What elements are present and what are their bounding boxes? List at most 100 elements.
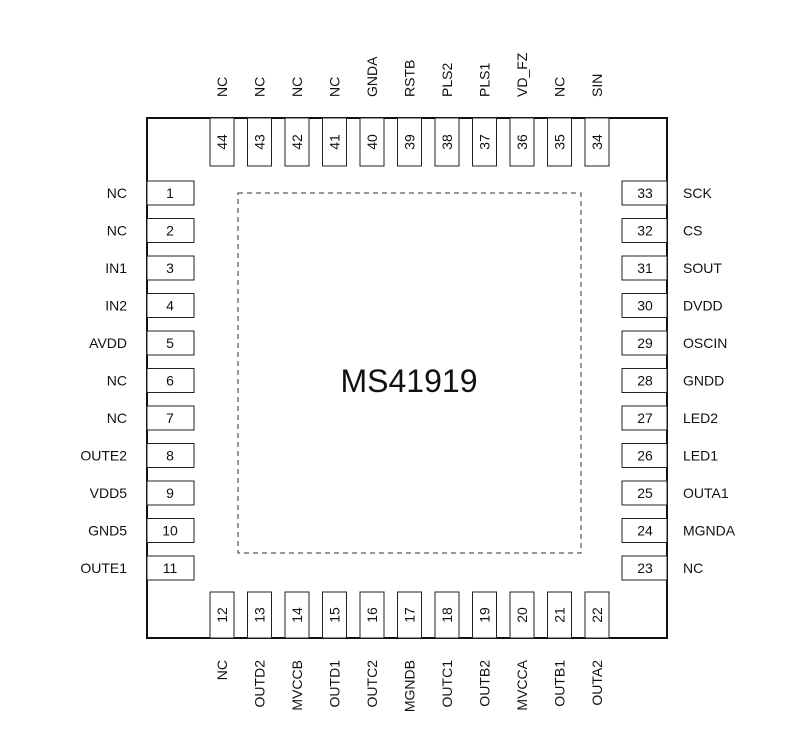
pin-26: 26 LED1 xyxy=(621,443,718,468)
pin-number: 29 xyxy=(637,335,653,351)
pin-label: OSCIN xyxy=(683,335,727,351)
pin-number: 37 xyxy=(477,134,493,150)
pin-label: OUTD2 xyxy=(252,660,268,708)
pin-number: 33 xyxy=(637,185,653,201)
pin-label: AVDD xyxy=(89,335,127,351)
pin-pad xyxy=(209,591,235,639)
pin-pad xyxy=(621,480,668,506)
pin-number: 22 xyxy=(589,607,605,623)
pin-number: 32 xyxy=(637,223,653,239)
pin-6: 6 NC xyxy=(107,368,195,393)
pin-pad xyxy=(584,591,610,639)
pin-label: MGNDB xyxy=(402,660,418,712)
pin-label: NC xyxy=(107,185,127,201)
pin-number: 25 xyxy=(637,485,653,501)
pin-number: 34 xyxy=(589,134,605,150)
pin-pad xyxy=(146,368,195,393)
pin-label: MGNDA xyxy=(683,523,736,539)
pin-pad xyxy=(247,117,272,167)
pin-25: 25 OUTA1 xyxy=(621,480,729,506)
pin-label: SOUT xyxy=(683,260,722,276)
pin-pad xyxy=(397,591,422,639)
pin-number: 8 xyxy=(166,448,174,464)
pin-label: MVCCA xyxy=(514,659,530,710)
pin-pad xyxy=(621,443,668,468)
pin-number: 38 xyxy=(439,134,455,150)
pin-label: OUTC1 xyxy=(439,660,455,708)
pin-pad xyxy=(621,518,668,543)
pin-pad xyxy=(434,591,460,639)
pin-pad xyxy=(509,117,535,167)
pin-1: 1 NC xyxy=(107,180,195,206)
pin-label: MVCCB xyxy=(289,660,305,711)
pin-pad xyxy=(584,117,610,167)
pin-pad xyxy=(146,255,195,281)
pin-number: 18 xyxy=(439,607,455,623)
pin-number: 26 xyxy=(637,448,653,464)
pin-pad xyxy=(359,117,385,167)
pin-label: OUTA1 xyxy=(683,485,729,501)
pin-pad xyxy=(146,180,195,206)
pin-number: 40 xyxy=(364,134,380,150)
pin-label: IN1 xyxy=(105,260,127,276)
pin-pad xyxy=(621,255,668,281)
pin-label: GNDA xyxy=(364,56,380,97)
pin-number: 30 xyxy=(637,298,653,314)
pin-pad xyxy=(621,180,668,206)
pin-pad xyxy=(472,591,497,639)
pin-label: OUTE1 xyxy=(80,560,127,576)
pins-left: 1NC2NC3IN14IN25AVDD6NC7NC8OUTE29VDD510GN… xyxy=(80,180,195,581)
pin-label: VDD5 xyxy=(90,485,128,501)
pin-label: NC xyxy=(552,77,568,97)
pin-label: NC xyxy=(214,660,230,680)
pin-pad xyxy=(621,555,668,581)
pin-number: 35 xyxy=(552,134,568,150)
pin-35: 35 NC xyxy=(547,77,572,167)
chip-body xyxy=(146,117,668,639)
pin-10: 10 GND5 xyxy=(88,518,195,543)
pin-label: LED1 xyxy=(683,448,718,464)
pin-number: 10 xyxy=(162,523,178,539)
pin-label: OUTD1 xyxy=(327,660,343,708)
pin-pad xyxy=(434,117,460,167)
pin-label: GND5 xyxy=(88,523,127,539)
pin-number: 2 xyxy=(166,223,174,239)
pin-number: 11 xyxy=(163,560,178,576)
pin-number: 6 xyxy=(166,373,174,389)
pin-number: 20 xyxy=(514,607,530,623)
pin-number: 17 xyxy=(402,607,418,623)
pin-pad xyxy=(146,518,195,543)
pin-pad xyxy=(359,591,385,639)
pin-label: NC xyxy=(107,373,127,389)
pin-number: 43 xyxy=(252,134,268,150)
pin-number: 1 xyxy=(166,185,174,201)
pin-number: 4 xyxy=(166,298,174,314)
pin-pad xyxy=(621,330,668,356)
pin-pad xyxy=(146,555,195,581)
pins-bottom: 12NC13OUTD214MVCCB15OUTD116OUTC217MGNDB1… xyxy=(209,591,610,712)
pin-pad xyxy=(547,117,572,167)
pin-pad xyxy=(509,591,535,639)
exposed-pad-outline xyxy=(237,192,582,554)
pin-label: LED2 xyxy=(683,410,718,426)
pin-number: 42 xyxy=(289,134,305,150)
